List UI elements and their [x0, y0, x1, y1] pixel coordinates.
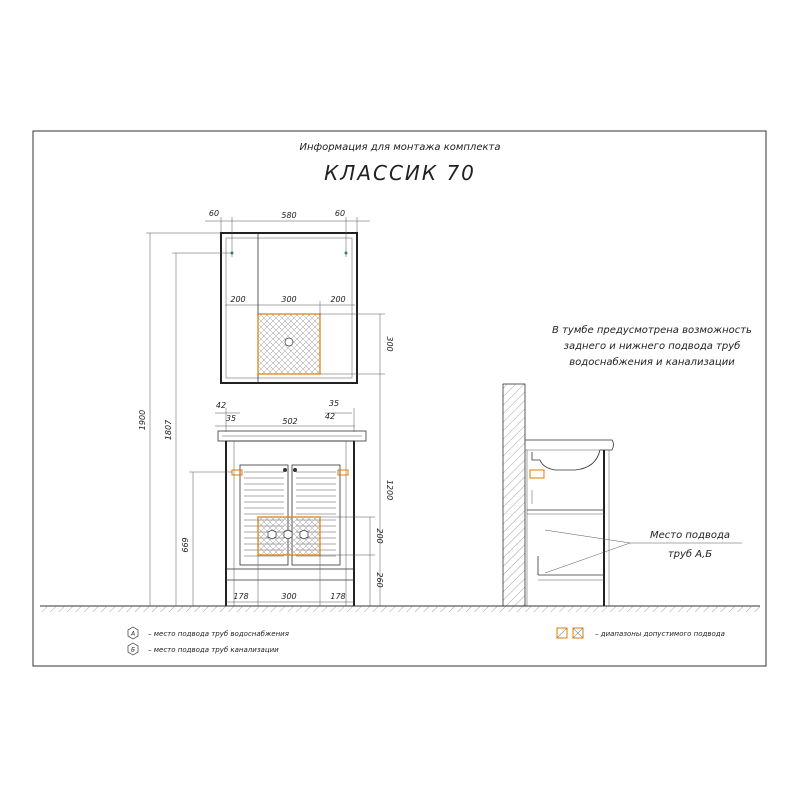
dim-zone-left: 200	[230, 295, 245, 304]
legend-b-text: – место подвода труб канализации	[148, 646, 279, 654]
mirror-top-dimensions: 60 580 60	[205, 209, 370, 257]
dim-height-669: 669	[181, 537, 190, 552]
drawing-frame	[32, 130, 767, 667]
side-view-note: В тумбе предусмотрена возможность заднег…	[552, 324, 752, 368]
mirror-front-view	[220, 232, 358, 384]
side-view	[502, 383, 614, 607]
callout-line-1: Место подвода	[650, 530, 730, 541]
dim-bottom-right: 178	[330, 592, 345, 601]
drawing-subtitle: Информация для монтажа комплекта	[300, 142, 501, 153]
dim-zone-right: 200	[330, 295, 345, 304]
door-knob-right	[293, 468, 297, 472]
side-note-line-3: водоснабжения и канализации	[569, 356, 735, 368]
side-note-line-1: В тумбе предусмотрена возможность	[552, 324, 752, 336]
legend-item-b: Б – место подвода труб канализации	[127, 642, 279, 656]
dim-zone-mid: 300	[281, 295, 296, 304]
dim-35-right: 35	[329, 399, 339, 408]
dim-mirror-left: 60	[209, 209, 219, 218]
mirror-zone-dimensions: 200 300 200 300	[225, 295, 394, 375]
dim-mirror-width: 580	[281, 211, 296, 220]
dim-height-1200: 1200	[385, 480, 394, 500]
legend-a-symbol: А	[130, 631, 135, 638]
dim-bottom-mid: 300	[281, 592, 296, 601]
zone-hatch-icon	[556, 627, 568, 639]
dim-35-left: 35	[226, 414, 236, 423]
legend-a-text: – место подвода труб водоснабжения	[148, 630, 289, 638]
legend-item-zone: – диапазоны допустимого подвода	[556, 627, 725, 639]
dim-42-left: 42	[216, 401, 226, 410]
drawing-title: КЛАССИК 70	[324, 161, 476, 185]
callout-line-2: труб А,Б	[668, 548, 712, 560]
pipe-symbols	[267, 529, 309, 540]
dim-cabinet-width: 502	[282, 417, 297, 426]
dim-height-260: 260	[375, 572, 384, 587]
height-dimensions: 1900 1807 669 1200 200 260	[138, 232, 394, 606]
cabinet-right-door	[291, 464, 341, 566]
zone-cross-icon	[572, 627, 584, 639]
dim-height-1807: 1807	[164, 419, 173, 440]
side-note-line-2: заднего и нижнего подвода труб	[564, 340, 741, 352]
pipe-callout: Место подвода труб А,Б	[544, 529, 742, 574]
cabinet-bottom-dimensions: 178 300 178	[226, 555, 354, 606]
cabinet-top-dimensions: 42 35 502 35 42	[215, 399, 355, 432]
floor-line	[40, 605, 760, 612]
legend-zone-text: – диапазоны допустимого подвода	[595, 630, 725, 638]
side-wall	[502, 383, 526, 607]
mirror-socket-icon	[284, 337, 294, 347]
legend-b-symbol: Б	[131, 647, 135, 654]
cabinet-front-view	[217, 430, 367, 607]
dim-height-1900: 1900	[138, 410, 147, 430]
dim-height-200: 200	[375, 528, 384, 543]
legend: А – место подвода труб водоснабжения Б –…	[127, 626, 725, 656]
dim-bottom-left: 178	[233, 592, 248, 601]
dim-42-right: 42	[325, 412, 335, 421]
cabinet-left-door	[239, 464, 289, 566]
door-knob-left	[283, 468, 287, 472]
dim-zone-height: 300	[385, 336, 394, 351]
dim-mirror-right: 60	[335, 209, 345, 218]
legend-item-a: А – место подвода труб водоснабжения	[127, 626, 289, 640]
